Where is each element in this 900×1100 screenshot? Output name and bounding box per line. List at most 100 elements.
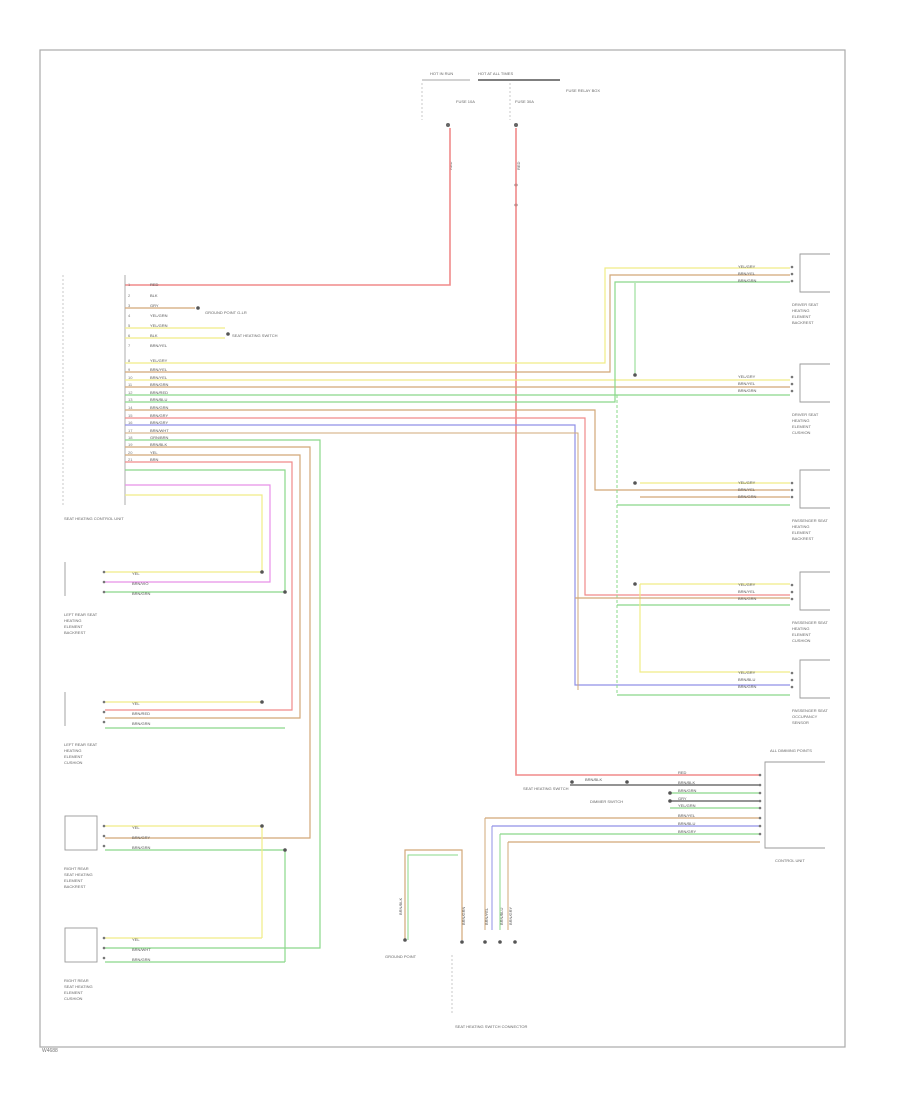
module-pin: 6 [128,333,131,338]
module-wire-label: BRN/GRY [150,413,168,418]
control-unit-wire-label: YEL/GRN [678,803,696,808]
left-component-name: BACKREST [64,630,86,635]
module-pin: 5 [128,323,131,328]
right-component-wire-label: YEL/GRY [738,480,756,485]
right-component-wire-label: BRN/GRN [738,388,757,393]
control-mid-label: BRN/BLK [585,777,602,782]
left-component-wire-label: YEL [132,571,140,576]
module-wire-label: BLK [150,293,158,298]
module-wire-label: YEL/GRN [150,313,168,318]
left-component-name: RIGHT REAR [64,866,89,871]
control-unit-wire-label: BRN/GRN [678,788,697,793]
right-component-wire-label: BRN/YEL [738,381,756,386]
module-wire-label: RED [150,282,159,287]
right-component-name: PASSENGER SEAT [792,620,828,625]
left-component-name: HEATING [64,748,81,753]
right-component-wire-label: BRN/YEL [738,271,756,276]
right-component-name: BACKREST [792,320,814,325]
power-left-fuse: FUSE 10A [456,99,475,104]
left-component-wire-label: YEL [132,701,140,706]
module-wire-label: YEL/GRY [150,358,168,363]
control-unit-wire-label: BRN/YEL [678,813,696,818]
left-component-wire-label: BRN/GRN [132,845,151,850]
power-wire-left [125,128,451,286]
right-component-name: HEATING [792,626,809,631]
bottom-connectors: BRN/BLK GROUND POINT SEAT HEATING SWITCH… [385,898,527,1029]
right-component-name: SENSOR [792,720,809,725]
power-right-wire: RED [516,161,521,170]
right-component-box [799,363,830,403]
right-component-wire-label: YEL/GRY [738,582,756,587]
right-component-name: PASSENGER SEAT [792,708,828,713]
control-unit-wire-label: RED [678,770,687,775]
right-component-name: CUSHION [792,638,811,643]
module-wire-label: GRY [150,303,159,308]
right-component-name: ELEMENT [792,530,811,535]
power-right-fuse: FUSE 30A [515,99,534,104]
harness-wire-label: BRN/GRY [508,907,513,925]
control-unit-note: ALL DIMMING POINTS [770,748,812,753]
module-pin: 16 [128,420,133,425]
left-component-name: CUSHION [64,760,83,765]
right-component-wire-label: YEL/GRY [738,670,756,675]
left-component-name: CUSHION [64,996,83,1001]
left-component-name: ELEMENT [64,624,83,629]
module-pin: 2 [128,293,131,298]
left-component-name: HEATING [64,618,81,623]
footer-code: W4688 [42,1048,58,1054]
left-component-wire-label: YEL [132,937,140,942]
module-pin: 18 [128,435,133,440]
module-wire-label: BRN/YEL [150,375,168,380]
left-component-wire-label: BRN/RED [132,711,150,716]
harness-wire-label: BRN/BLU [499,908,504,925]
ground-label-1: GROUND POINT G-LR [205,310,247,315]
module-pin: 3 [128,303,131,308]
module-pin: 7 [128,343,131,348]
left-component-name: LEFT REAR SEAT [64,612,98,617]
module-wire-label: BRN/YEL [150,343,168,348]
module-wire-label: BRN/GRY [150,420,168,425]
module-pin: 8 [128,358,131,363]
right-component-name: BACKREST [792,536,814,541]
module-wire-label: BRN/GRN [150,382,169,387]
right-component-box [799,469,830,509]
right-component-name: HEATING [792,524,809,529]
right-component-name: ELEMENT [792,632,811,637]
module-pin: 9 [128,367,131,372]
control-unit-wire-label: BRN/BLU [678,821,695,826]
module-pin: 14 [128,405,133,410]
left-component-wire-label: BRN/GRN [132,721,151,726]
module-pin: 12 [128,390,133,395]
left-component-wire-label: BRN/GRN [132,957,151,962]
right-component-box [799,253,830,293]
diagram-frame [39,49,846,1048]
bottom-ground-wire: BRN/BLK [398,898,403,915]
right-component-name: DRIVER SEAT [792,302,819,307]
left-component-name: ELEMENT [64,990,83,995]
module-wire-label: YEL/GRN [150,323,168,328]
power-right-fuse-note: FUSE RELAY BOX [566,88,600,93]
control-unit-wire-label: BRN/GRY [678,829,696,834]
control-mid-note-1: SEAT HEATING SWITCH [523,786,569,791]
module-pin: 10 [128,375,133,380]
module-wire-label: BRN/BLU [150,397,167,402]
power-left-label: HOT IN RUN [430,71,453,76]
bottom-harness-label: SEAT HEATING SWITCH CONNECTOR [455,1024,527,1029]
harness-wire-label: BRN/YEL [484,907,489,925]
right-component-name: HEATING [792,418,809,423]
right-component-name: ELEMENT [792,424,811,429]
bottom-ground-label: GROUND POINT [385,954,417,959]
right-component-wire-label: BRN/YEL [738,589,756,594]
left-component-wire-label: YEL [132,825,140,830]
power-right-label: HOT AT ALL TIMES [478,71,513,76]
module-pin: 1 [128,282,131,287]
left-component-name: RIGHT REAR [64,978,89,983]
left-component-wire-label: BRN/GRY [132,835,150,840]
left-component-wire-label: BRN/WHT [132,947,151,952]
right-component-wire-label: BRN/GRN [738,494,757,499]
module-pin: 19 [128,442,133,447]
module-wire-label: BRN/RED [150,390,168,395]
